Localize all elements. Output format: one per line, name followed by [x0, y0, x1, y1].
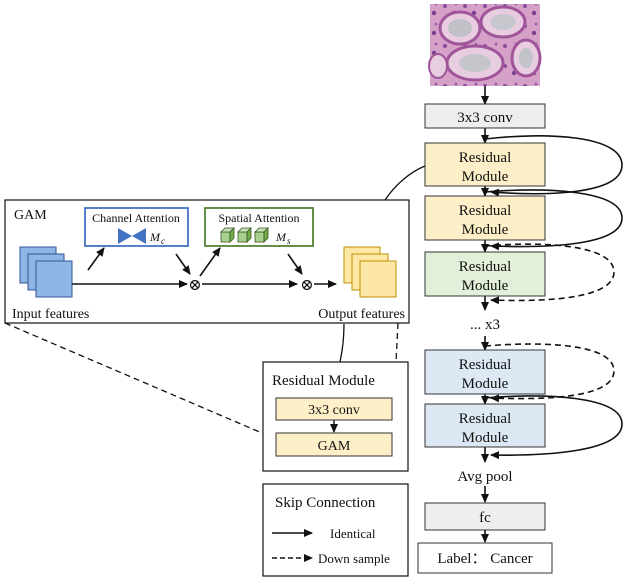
output-features-icon: [343, 246, 397, 298]
legend-downsample-label: Down sample: [318, 551, 390, 566]
skip-downsample-1: [484, 243, 615, 305]
residual-detail-connector: [339, 323, 345, 363]
skip-connection-legend: Skip Connection Identical Down sample: [262, 483, 409, 577]
avg-pool-label: Avg pool: [457, 469, 512, 485]
residual-module-2: Residual Module: [424, 195, 546, 241]
skip-identical-3: [484, 395, 623, 460]
residual-label-line2: Module: [462, 169, 509, 185]
spatial-attention-box: Spatial Attention M s: [204, 207, 314, 247]
residual-label-line1: Residual: [459, 411, 512, 427]
spatial-sub: s: [287, 236, 291, 246]
gam-panel-connector: [384, 165, 426, 201]
conv-label: 3x3 conv: [457, 110, 513, 126]
connector-lines: [4, 165, 426, 440]
residual-label-line1: Residual: [459, 259, 512, 275]
residual-module-1: Residual Module: [424, 142, 546, 187]
output-features-label: Output features: [318, 307, 405, 322]
residual-module-4: Residual Module: [424, 349, 546, 395]
bowtie-icon: [118, 228, 146, 244]
histology-image: [428, 4, 542, 86]
zoom-line-left: [4, 322, 277, 440]
residual-module-5: Residual Module: [424, 403, 546, 448]
conv-box: 3x3 conv: [424, 103, 546, 129]
gam-panel: GAM Input features Channel Attention M c…: [4, 199, 410, 324]
spatial-symbol: M: [275, 230, 287, 244]
legend-identical-label: Identical: [330, 526, 376, 541]
multiply-icon: ⊗: [300, 277, 313, 294]
residual-module-3: Residual Module: [424, 251, 546, 297]
channel-symbol: M: [149, 230, 161, 244]
residual-detail-panel: Residual Module 3x3 conv GAM: [262, 361, 409, 472]
residual-detail-title: Residual Module: [272, 373, 375, 389]
channel-sub: c: [161, 236, 165, 246]
residual-label-line2: Module: [462, 222, 509, 238]
residual-label-line2: Module: [462, 278, 509, 294]
skip-connections: [484, 135, 623, 460]
cube-icons: [220, 227, 269, 243]
input-features-icon: [19, 246, 73, 298]
multiply-icon: ⊗: [188, 277, 201, 294]
residual-label-line2: Module: [462, 376, 509, 392]
skip-downsample-2: [484, 343, 615, 403]
skip-identical-2: [484, 189, 623, 251]
residual-label-line1: Residual: [459, 203, 512, 219]
fc-label: fc: [479, 510, 491, 526]
output-label: Label： Cancer: [437, 551, 532, 567]
residual-label-line1: Residual: [459, 357, 512, 373]
channel-attention-label: Channel Attention: [92, 211, 180, 225]
legend-title: Skip Connection: [275, 495, 376, 511]
residual-label-line1: Residual: [459, 150, 512, 166]
residual-detail-conv: 3x3 conv: [308, 403, 360, 418]
gam-title: GAM: [14, 208, 47, 223]
skip-identical-1: [484, 135, 623, 197]
input-features-label: Input features: [12, 307, 89, 322]
output-label-box: Label： Cancer: [417, 542, 553, 574]
spatial-attention-label: Spatial Attention: [219, 211, 300, 225]
residual-label-line2: Module: [462, 430, 509, 446]
gam-arrows: [72, 247, 337, 288]
channel-attention-box: Channel Attention M c: [84, 207, 189, 247]
residual-detail-gam: GAM: [318, 439, 351, 454]
fc-box: fc: [424, 502, 546, 531]
repeat-label: ... x3: [470, 317, 500, 333]
